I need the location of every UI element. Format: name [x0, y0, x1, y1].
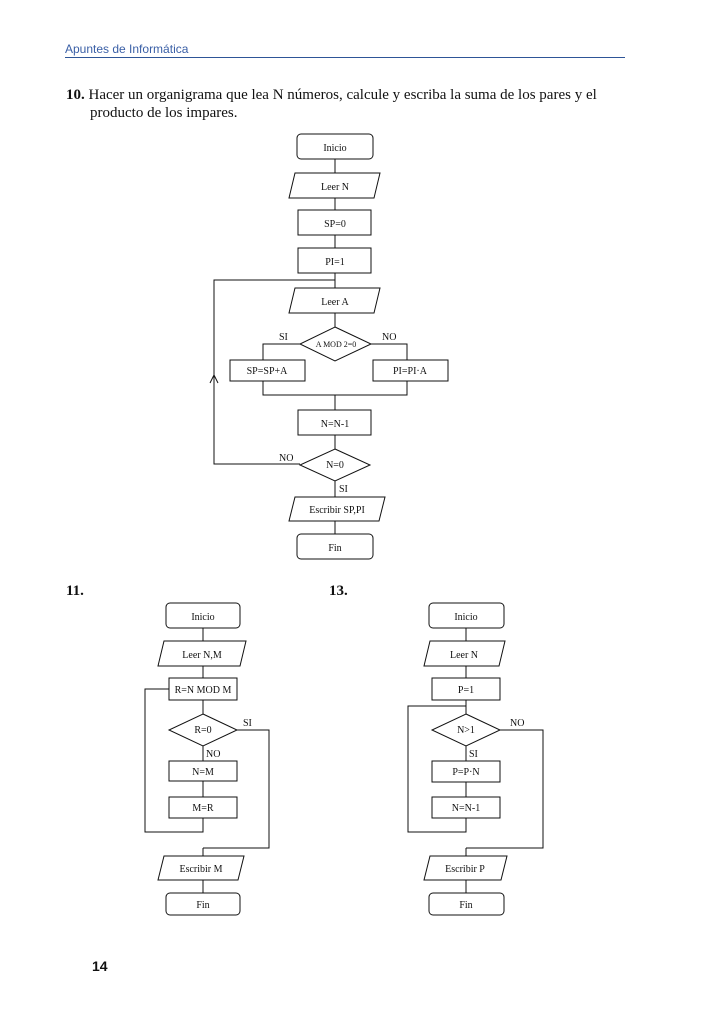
n1-decision: [430, 713, 502, 747]
leer-n-io: [288, 172, 381, 199]
leer-a-io: [288, 287, 381, 314]
leer-label: Leer N,M: [182, 650, 222, 661]
n-assign-label: N=M: [192, 767, 214, 778]
no-label-2: NO: [279, 453, 293, 464]
escribir-label: Escribir SP,PI: [309, 505, 365, 516]
escribir-io: [157, 855, 245, 881]
pi1-process: [297, 247, 372, 274]
sp0-label: SP=0: [324, 219, 346, 230]
p-mul-label: P=P·N: [452, 767, 479, 778]
problem-number: 10.: [66, 87, 85, 103]
fin-terminal: [165, 892, 241, 916]
header-rule: [65, 57, 625, 58]
fin-terminal: [428, 892, 505, 916]
leer-label: Leer N: [450, 650, 478, 661]
flowchart-13: Inicio Leer N P=1 N>1 NO SI P=P·N N=N-1 …: [407, 602, 544, 916]
m-assign-process: [168, 796, 238, 819]
section-11-number: 11.: [66, 583, 84, 599]
r-assign-process: [168, 677, 238, 701]
pi-mul-label: PI=PI·A: [393, 366, 428, 377]
problem-text-line2: producto de los impares.: [90, 105, 238, 121]
n-assign-process: [168, 760, 238, 782]
fin-label: Fin: [459, 900, 472, 911]
escribir-io: [423, 855, 508, 881]
n-dec-process: [297, 409, 372, 436]
inicio-label: Inicio: [191, 612, 214, 623]
escribir-io: [288, 496, 386, 522]
pi-mul-process: [372, 359, 449, 382]
flowchart-11: Inicio Leer N,M R=N MOD M R=0 SI NO N=M …: [144, 602, 270, 916]
inicio-terminal: [165, 602, 241, 629]
no-label-1: NO: [382, 332, 396, 343]
m-assign-label: M=R: [192, 803, 214, 814]
inicio-label: Inicio: [323, 143, 346, 154]
mod-decision: [298, 326, 373, 362]
fin-terminal: [296, 533, 374, 560]
n1-label: N>1: [457, 725, 475, 736]
section-13-number: 13.: [329, 583, 348, 599]
inicio-label: Inicio: [454, 612, 477, 623]
sp-add-process: [229, 359, 306, 382]
pi1-label: PI=1: [325, 257, 345, 268]
fin-label: Fin: [196, 900, 209, 911]
p-mul-process: [431, 760, 501, 783]
leer-io: [423, 640, 506, 667]
mod-decision-label: A MOD 2=0: [316, 340, 357, 349]
sp-add-label: SP=SP+A: [247, 366, 289, 377]
n-dec-process: [431, 796, 501, 819]
problem-text-line1: Hacer un organigrama que lea N números, …: [88, 87, 597, 103]
flowchart-10: Inicio Leer N SP=0 PI=1 Leer A A MOD 2=0…: [209, 133, 449, 560]
r0-decision: [167, 713, 239, 747]
n-dec-label: N=N-1: [321, 419, 349, 430]
leer-n-label: Leer N: [321, 182, 349, 193]
r-assign-label: R=N MOD M: [175, 685, 232, 696]
p1-label: P=1: [458, 685, 474, 696]
escribir-label: Escribir M: [179, 864, 222, 875]
no-label: NO: [206, 749, 220, 760]
n-dec-label: N=N-1: [452, 803, 480, 814]
si-label: SI: [469, 749, 478, 760]
leer-io: [157, 640, 247, 667]
problem-10-statement: 10. Hacer un organigrama que lea N númer…: [66, 86, 626, 122]
si-label-1: SI: [279, 332, 288, 343]
page-number: 14: [92, 958, 108, 974]
no-label: NO: [510, 718, 524, 729]
inicio-terminal: [296, 133, 374, 160]
inicio-terminal: [428, 602, 505, 629]
si-label: SI: [243, 718, 252, 729]
p1-process: [431, 677, 501, 701]
si-label-2: SI: [339, 484, 348, 495]
escribir-label: Escribir P: [445, 864, 485, 875]
running-header: Apuntes de Informática: [65, 42, 189, 56]
n0-label: N=0: [326, 460, 344, 471]
sp0-process: [297, 209, 372, 236]
fin-label: Fin: [328, 543, 341, 554]
n0-decision: [298, 448, 372, 482]
leer-a-label: Leer A: [321, 297, 349, 308]
r0-label: R=0: [194, 725, 211, 736]
